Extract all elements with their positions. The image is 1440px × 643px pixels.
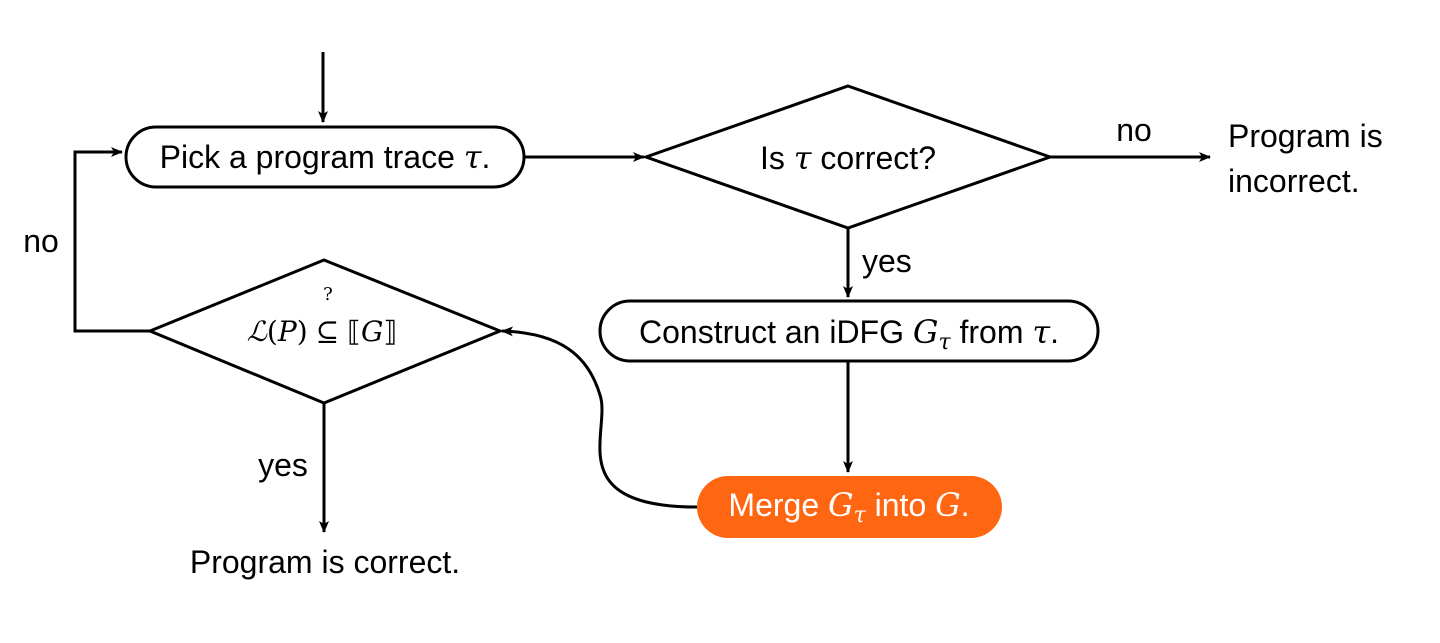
incorrect-terminal-line2: incorrect. <box>1228 163 1360 199</box>
pick-trace-label: Pick a program trace τ. <box>160 138 491 176</box>
merge-label: Merge Gτ into G. <box>728 486 969 528</box>
merge-node <box>697 476 1002 538</box>
is-correct-decision <box>641 84 1055 230</box>
edge-label-yes-bottom: yes <box>258 447 308 483</box>
edge-label-no-right: no <box>1116 112 1152 148</box>
pick-trace-node <box>124 125 526 189</box>
merge-to-check-arrow <box>501 326 698 509</box>
language-inclusion-decision <box>146 258 504 405</box>
incorrect-terminal-line1: Program is <box>1228 118 1383 154</box>
construct-label: Construct an iDFG Gτ from τ. <box>639 313 1059 355</box>
loop-back-arrow <box>73 147 150 333</box>
is-correct-label: Is τ correct? <box>760 139 936 177</box>
correct-terminal: Program is correct. <box>190 544 460 580</box>
edge-label-yes-down: yes <box>862 243 912 279</box>
inclusion-question-mark: ? <box>323 284 333 305</box>
edge-label-no-left: no <box>23 223 59 259</box>
construct-node <box>598 299 1100 363</box>
inclusion-formula: ℒ(P)⊆⟦G⟧ <box>247 315 397 348</box>
